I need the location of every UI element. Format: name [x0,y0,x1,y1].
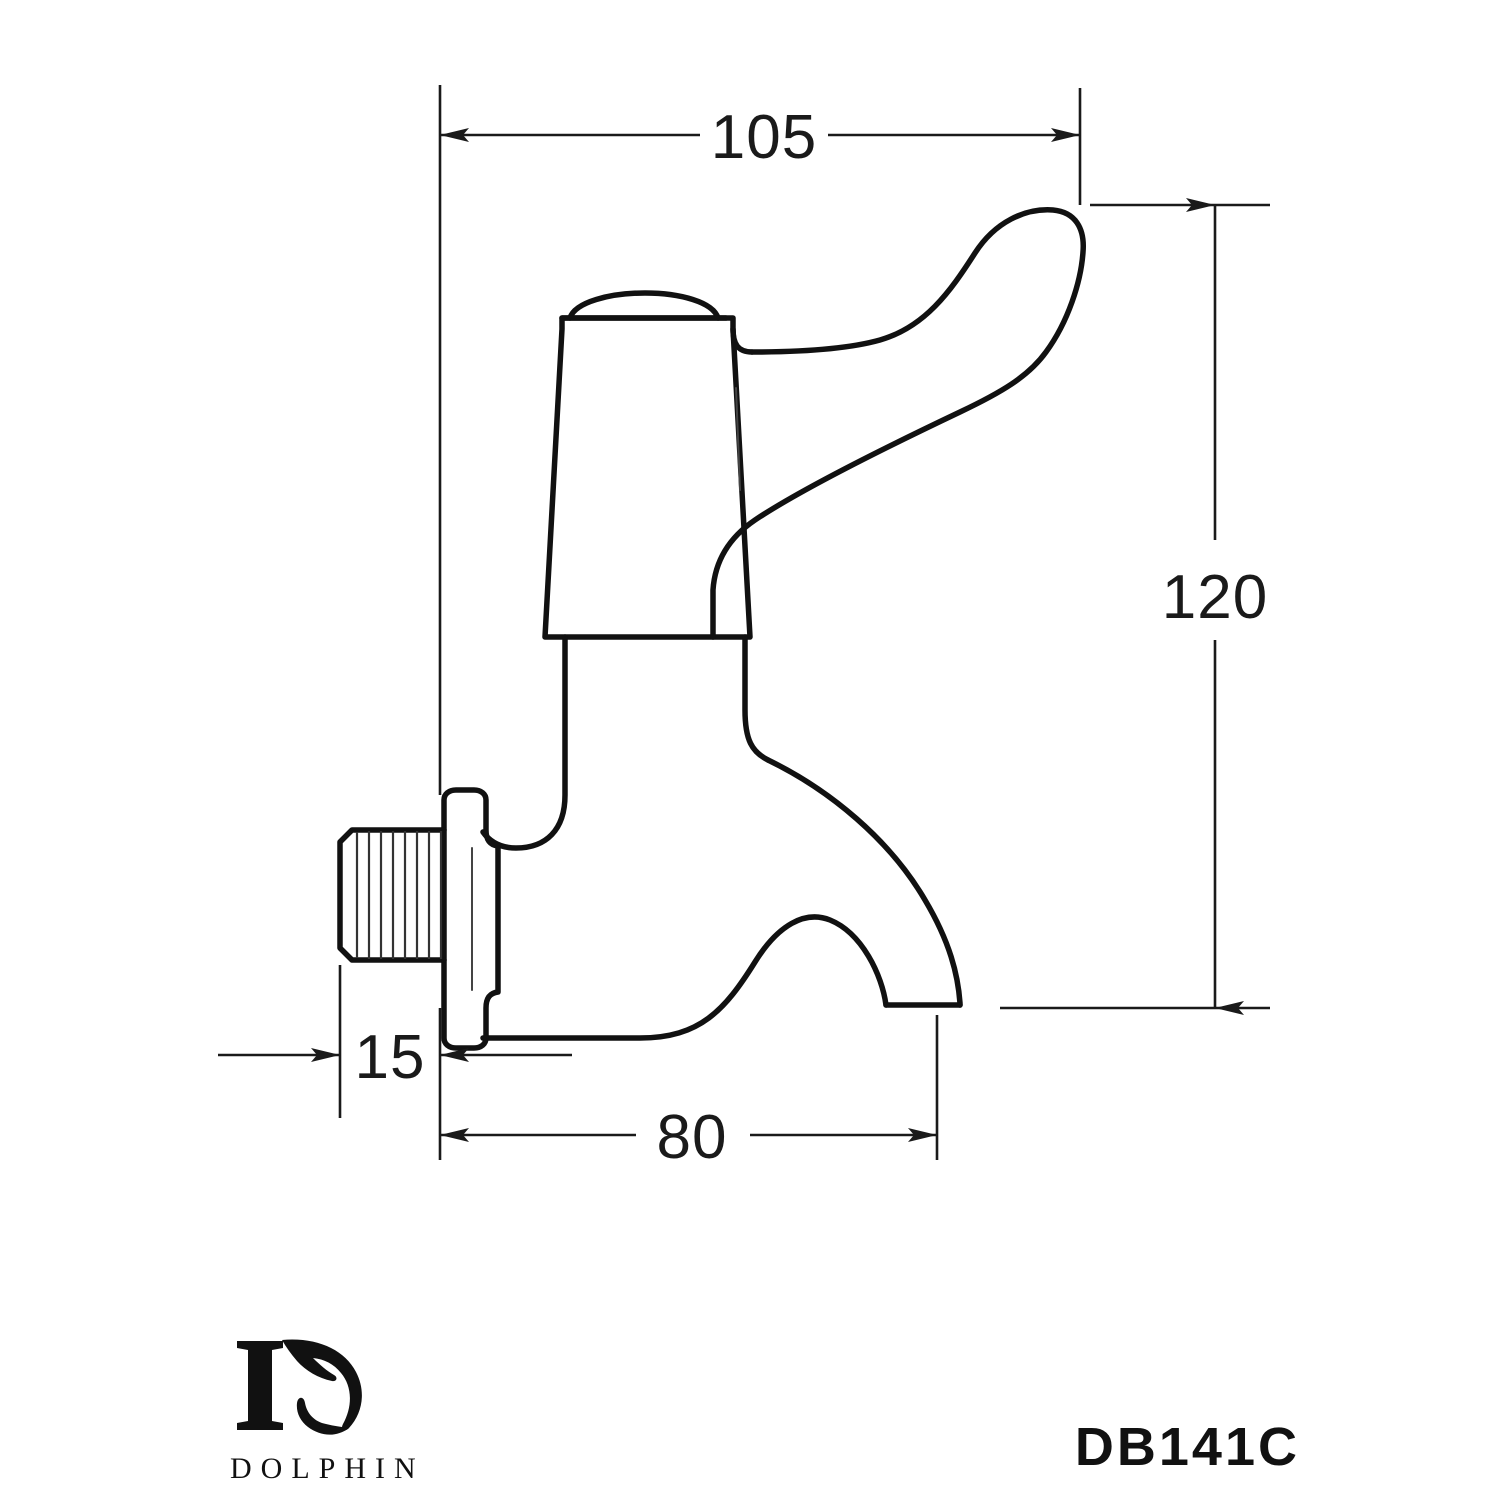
dimension-label-15: 15 [355,1023,426,1092]
dolphin-fin-shape [282,1339,362,1431]
tap-headwork-body [542,315,753,640]
threaded-shank [337,827,447,963]
lever-handle [710,207,1086,640]
dimension-label-120: 120 [1162,563,1268,632]
tap-cap-dome [567,290,721,321]
dimension-15: 15 [218,965,572,1160]
dolphin-d-logo [237,1341,283,1430]
dolphin-tail-shape [296,1397,349,1435]
dimension-105: 105 [438,85,1082,795]
tap-body-column-right [742,634,771,763]
product-code: DB141C [1075,1417,1300,1477]
tap-assembly [337,207,1086,1051]
dolphin-logo: DOLPHIN [230,1339,425,1485]
tap-body-column-left [480,634,568,851]
lever-shoulder-fillet [730,326,755,355]
headwork-construction-line [735,387,741,491]
dimension-120: 120 [1000,198,1270,1015]
dimension-label-80: 80 [657,1103,728,1172]
brand-name: DOLPHIN [230,1452,425,1485]
dimension-label-105: 105 [711,103,817,172]
thread-hatching [355,831,443,959]
spout-inner-curve [480,914,889,1041]
spout-outer-curve [765,757,963,1008]
dimension-80: 80 [440,1015,939,1172]
